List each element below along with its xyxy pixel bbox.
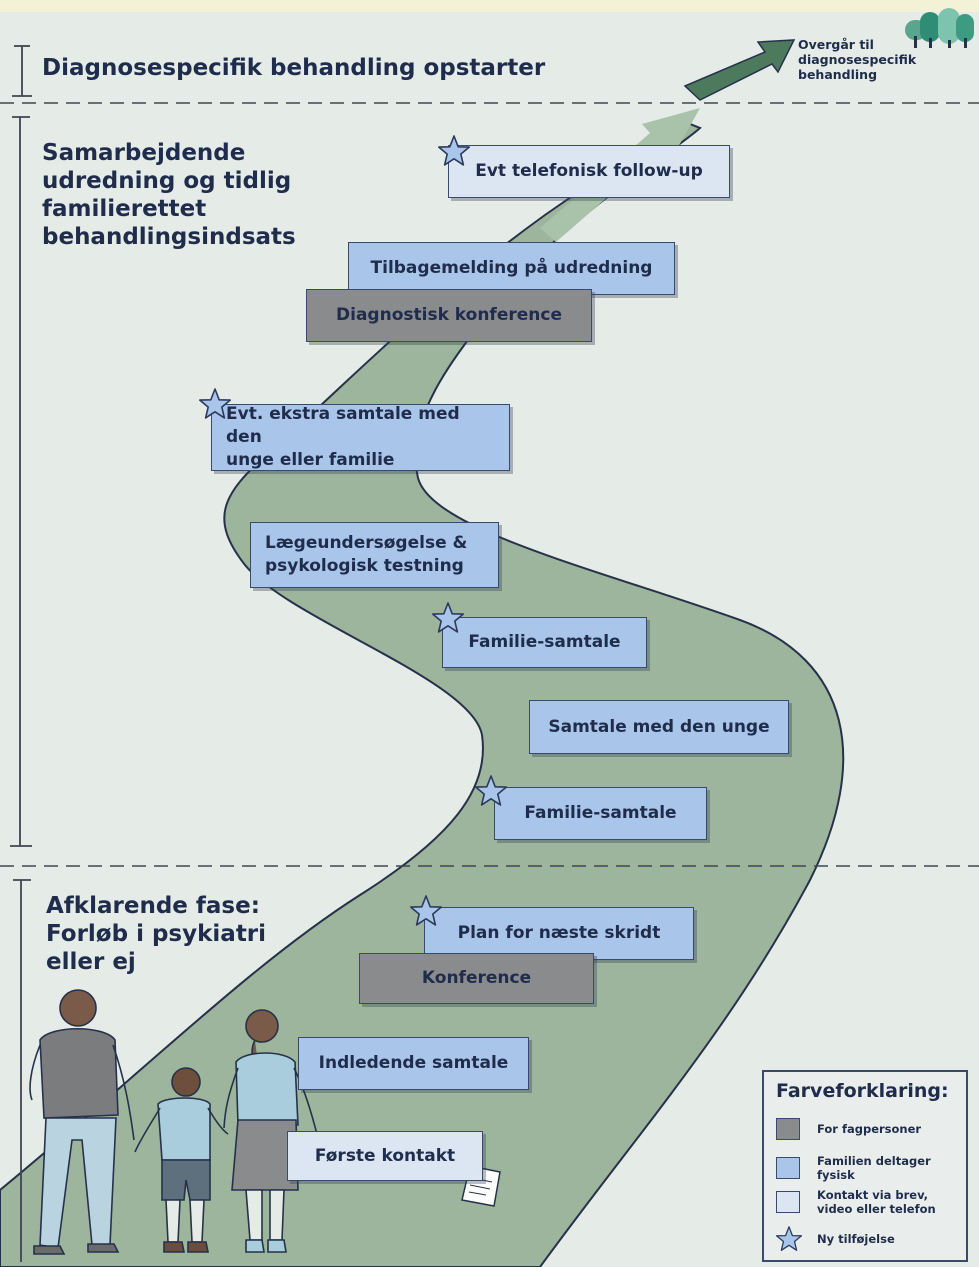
legend-item-fysisk: Familien deltager fysisk xyxy=(776,1154,966,1183)
phase-title-treatment: Diagnosespecifik behandling opstarter xyxy=(42,55,546,81)
legend-label: Familien deltager fysisk xyxy=(817,1154,931,1183)
step-diagnostisk-konference: Diagnostisk konference xyxy=(306,289,592,342)
step-familie-samtale-1: Familie-samtale xyxy=(494,787,707,840)
step-ekstra-samtale: Evt. ekstra samtale med den unge eller f… xyxy=(211,404,510,471)
step-konference: Konference xyxy=(359,953,594,1004)
legend-label: Ny tilføjelse xyxy=(817,1231,895,1246)
legend-swatch-mid xyxy=(776,1157,800,1180)
transition-label: Overgår til diagnosespecifik behandling xyxy=(798,37,917,82)
legend-item-ny: Ny tilføjelse xyxy=(776,1226,895,1252)
star-icon xyxy=(199,388,231,419)
phase-brackets xyxy=(10,45,32,1262)
star-icon xyxy=(776,1226,802,1251)
legend: Farveforklaring: For fagpersoner Familie… xyxy=(762,1070,968,1262)
phase-title-assessment: Samarbejdende udredning og tidlig famili… xyxy=(42,140,296,251)
legend-item-kontakt: Kontakt via brev, video eller telefon xyxy=(776,1188,936,1217)
step-samtale-med-den-unge: Samtale med den unge xyxy=(529,700,789,754)
step-indledende-samtale: Indledende samtale xyxy=(298,1037,529,1090)
step-telefonisk-follow-up: Evt telefonisk follow-up xyxy=(448,145,730,198)
transition-arrow xyxy=(683,39,796,101)
step-tilbagemelding: Tilbagemelding på udredning xyxy=(348,242,675,295)
star-icon xyxy=(431,602,465,633)
phase-title-clarifying: Afklarende fase: Forløb i psykiatri elle… xyxy=(46,893,267,976)
star-icon xyxy=(474,775,508,806)
legend-swatch-light xyxy=(776,1191,800,1214)
star-icon xyxy=(409,895,443,926)
legend-label: For fagpersoner xyxy=(817,1121,922,1136)
legend-item-fagpersoner: For fagpersoner xyxy=(776,1118,921,1140)
legend-title: Farveforklaring: xyxy=(776,1080,949,1102)
legend-label: Kontakt via brev, video eller telefon xyxy=(817,1188,936,1217)
family-illustration xyxy=(29,989,319,1255)
step-familie-samtale-2: Familie-samtale xyxy=(442,617,647,668)
step-foerste-kontakt: Første kontakt xyxy=(287,1131,483,1181)
trees-icon xyxy=(905,8,974,48)
step-laegeundersoegelse: Lægeundersøgelse & psykologisk testning xyxy=(250,522,499,588)
star-icon xyxy=(437,135,471,166)
legend-swatch-dark xyxy=(776,1118,800,1140)
top-band xyxy=(0,0,979,12)
